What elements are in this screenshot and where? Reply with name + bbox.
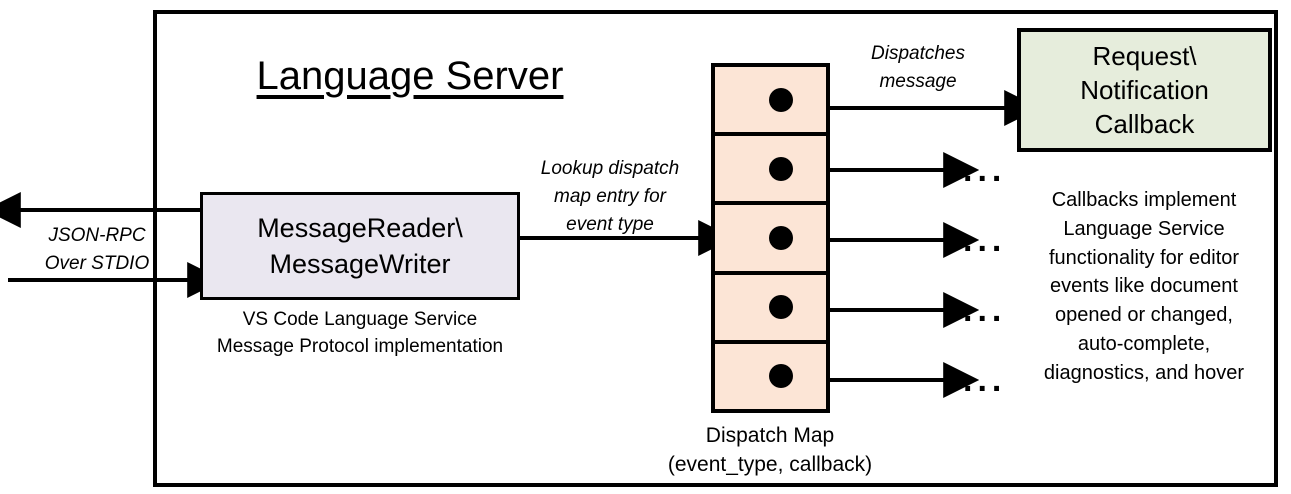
dispatch-map-row[interactable] [715, 136, 826, 206]
callback-caption-line5: opened or changed, [1055, 304, 1233, 327]
page-title: Language Server [256, 54, 564, 98]
entry-dot-icon [769, 226, 793, 250]
dispatch-map-caption-line1: Dispatch Map [705, 424, 835, 447]
callback-caption: Callbacks implement Language Service fun… [1008, 186, 1280, 388]
ellipsis-row-2: ... [963, 151, 1007, 189]
callback-line2: Notification [1080, 75, 1209, 105]
lookup-label-line3: event type [566, 214, 654, 235]
dispatch-map-caption: Dispatch Map (event_type, callback) [640, 421, 900, 479]
dispatches-label-line2: message [879, 71, 957, 92]
entry-dot-icon [769, 295, 793, 320]
message-reader-caption: VS Code Language Service Message Protoco… [185, 306, 535, 360]
dispatches-message-label: Dispatches message [838, 40, 998, 96]
entry-dot-icon [769, 87, 793, 112]
callback-caption-line3: functionality for editor [1048, 246, 1240, 269]
callback-line3: Callback [1094, 109, 1195, 139]
dispatch-map-row[interactable] [715, 67, 826, 137]
callback-caption-line2: Language Service [1063, 217, 1225, 240]
jsonrpc-label-line2: Over STDIO [44, 253, 150, 274]
dispatch-map-row[interactable] [715, 275, 826, 344]
lookup-label-line2: map entry for [554, 186, 666, 207]
entry-dot-icon [769, 364, 793, 389]
dispatch-map-caption-line2: (event_type, callback) [667, 453, 873, 476]
language-server-boundary [153, 10, 1278, 487]
request-notification-callback-box[interactable]: Request\ Notification Callback [1017, 28, 1272, 152]
ellipsis-row-3: ... [963, 221, 1007, 259]
dispatch-map-row[interactable] [715, 344, 826, 409]
message-reader-caption-line2: Message Protocol implementation [216, 336, 504, 357]
dispatch-map-row[interactable] [715, 205, 826, 275]
message-reader-writer-box[interactable]: MessageReader\ MessageWriter [200, 192, 520, 300]
lookup-label-line1: Lookup dispatch [540, 158, 680, 179]
lookup-dispatch-label: Lookup dispatch map entry for event type [515, 155, 705, 239]
dispatches-label-line1: Dispatches [871, 43, 965, 64]
jsonrpc-transport-label: JSON-RPC Over STDIO [22, 222, 172, 278]
callback-caption-line4: events like document [1050, 275, 1238, 298]
message-writer-label: MessageWriter [269, 249, 451, 279]
callback-caption-line6: auto-complete, [1077, 332, 1211, 355]
callback-line1: Request\ [1092, 41, 1197, 71]
ellipsis-row-5: ... [963, 361, 1007, 399]
ellipsis-row-4: ... [963, 291, 1007, 329]
dispatch-map-table[interactable] [711, 63, 830, 413]
message-reader-caption-line1: VS Code Language Service [242, 309, 478, 330]
entry-dot-icon [769, 156, 793, 181]
callback-caption-line1: Callbacks implement [1051, 189, 1237, 211]
callback-caption-line7: diagnostics, and hover [1043, 361, 1245, 384]
message-reader-label: MessageReader\ [257, 213, 463, 243]
jsonrpc-label-line1: JSON-RPC [48, 225, 146, 246]
